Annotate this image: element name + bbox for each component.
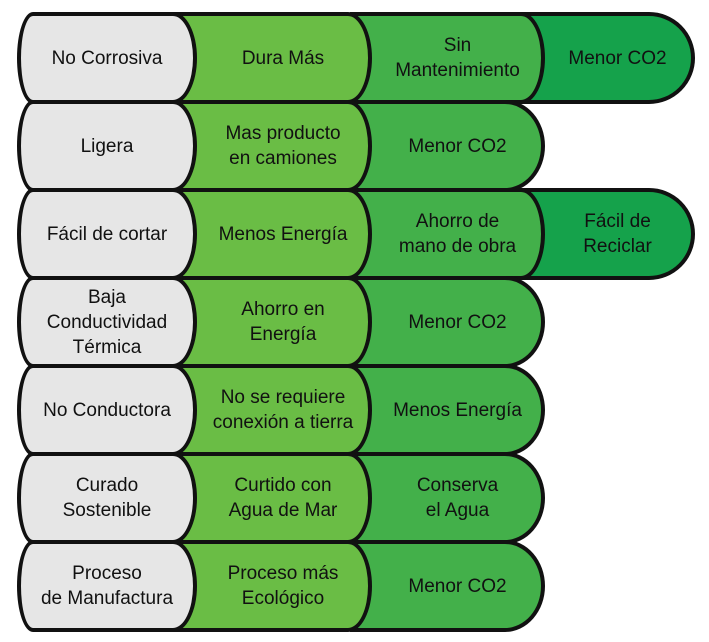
benefit-cell: Menor CO2 <box>350 100 545 192</box>
benefit-cell: Mas producto en camiones <box>172 100 372 192</box>
benefit-cell: Menor CO2 <box>350 276 545 368</box>
benefit-cell: Proceso más Ecológico <box>172 540 372 632</box>
property-cell: Ligera <box>17 100 197 192</box>
benefit-cell: Ahorro en Energía <box>172 276 372 368</box>
benefit-cell: Sin Mantenimiento <box>350 12 545 104</box>
property-cell: Proceso de Manufactura <box>17 540 197 632</box>
benefit-cell: No se requiere conexión a tierra <box>172 364 372 456</box>
property-cell: Fácil de cortar <box>17 188 197 280</box>
benefit-cell: Menor CO2 <box>520 12 695 104</box>
benefit-cell: Menor CO2 <box>350 540 545 632</box>
benefit-cell: Ahorro de mano de obra <box>350 188 545 280</box>
property-cell: Curado Sostenible <box>17 452 197 544</box>
benefit-cell: Fácil de Reciclar <box>520 188 695 280</box>
property-cell: Baja Conductividad Térmica <box>17 276 197 368</box>
benefit-cell: Menos Energía <box>350 364 545 456</box>
benefit-cell: Conserva el Agua <box>350 452 545 544</box>
benefit-cell: Curtido con Agua de Mar <box>172 452 372 544</box>
benefit-cell: Menos Energía <box>172 188 372 280</box>
property-cell: No Conductora <box>17 364 197 456</box>
benefit-cell: Dura Más <box>172 12 372 104</box>
property-cell: No Corrosiva <box>17 12 197 104</box>
